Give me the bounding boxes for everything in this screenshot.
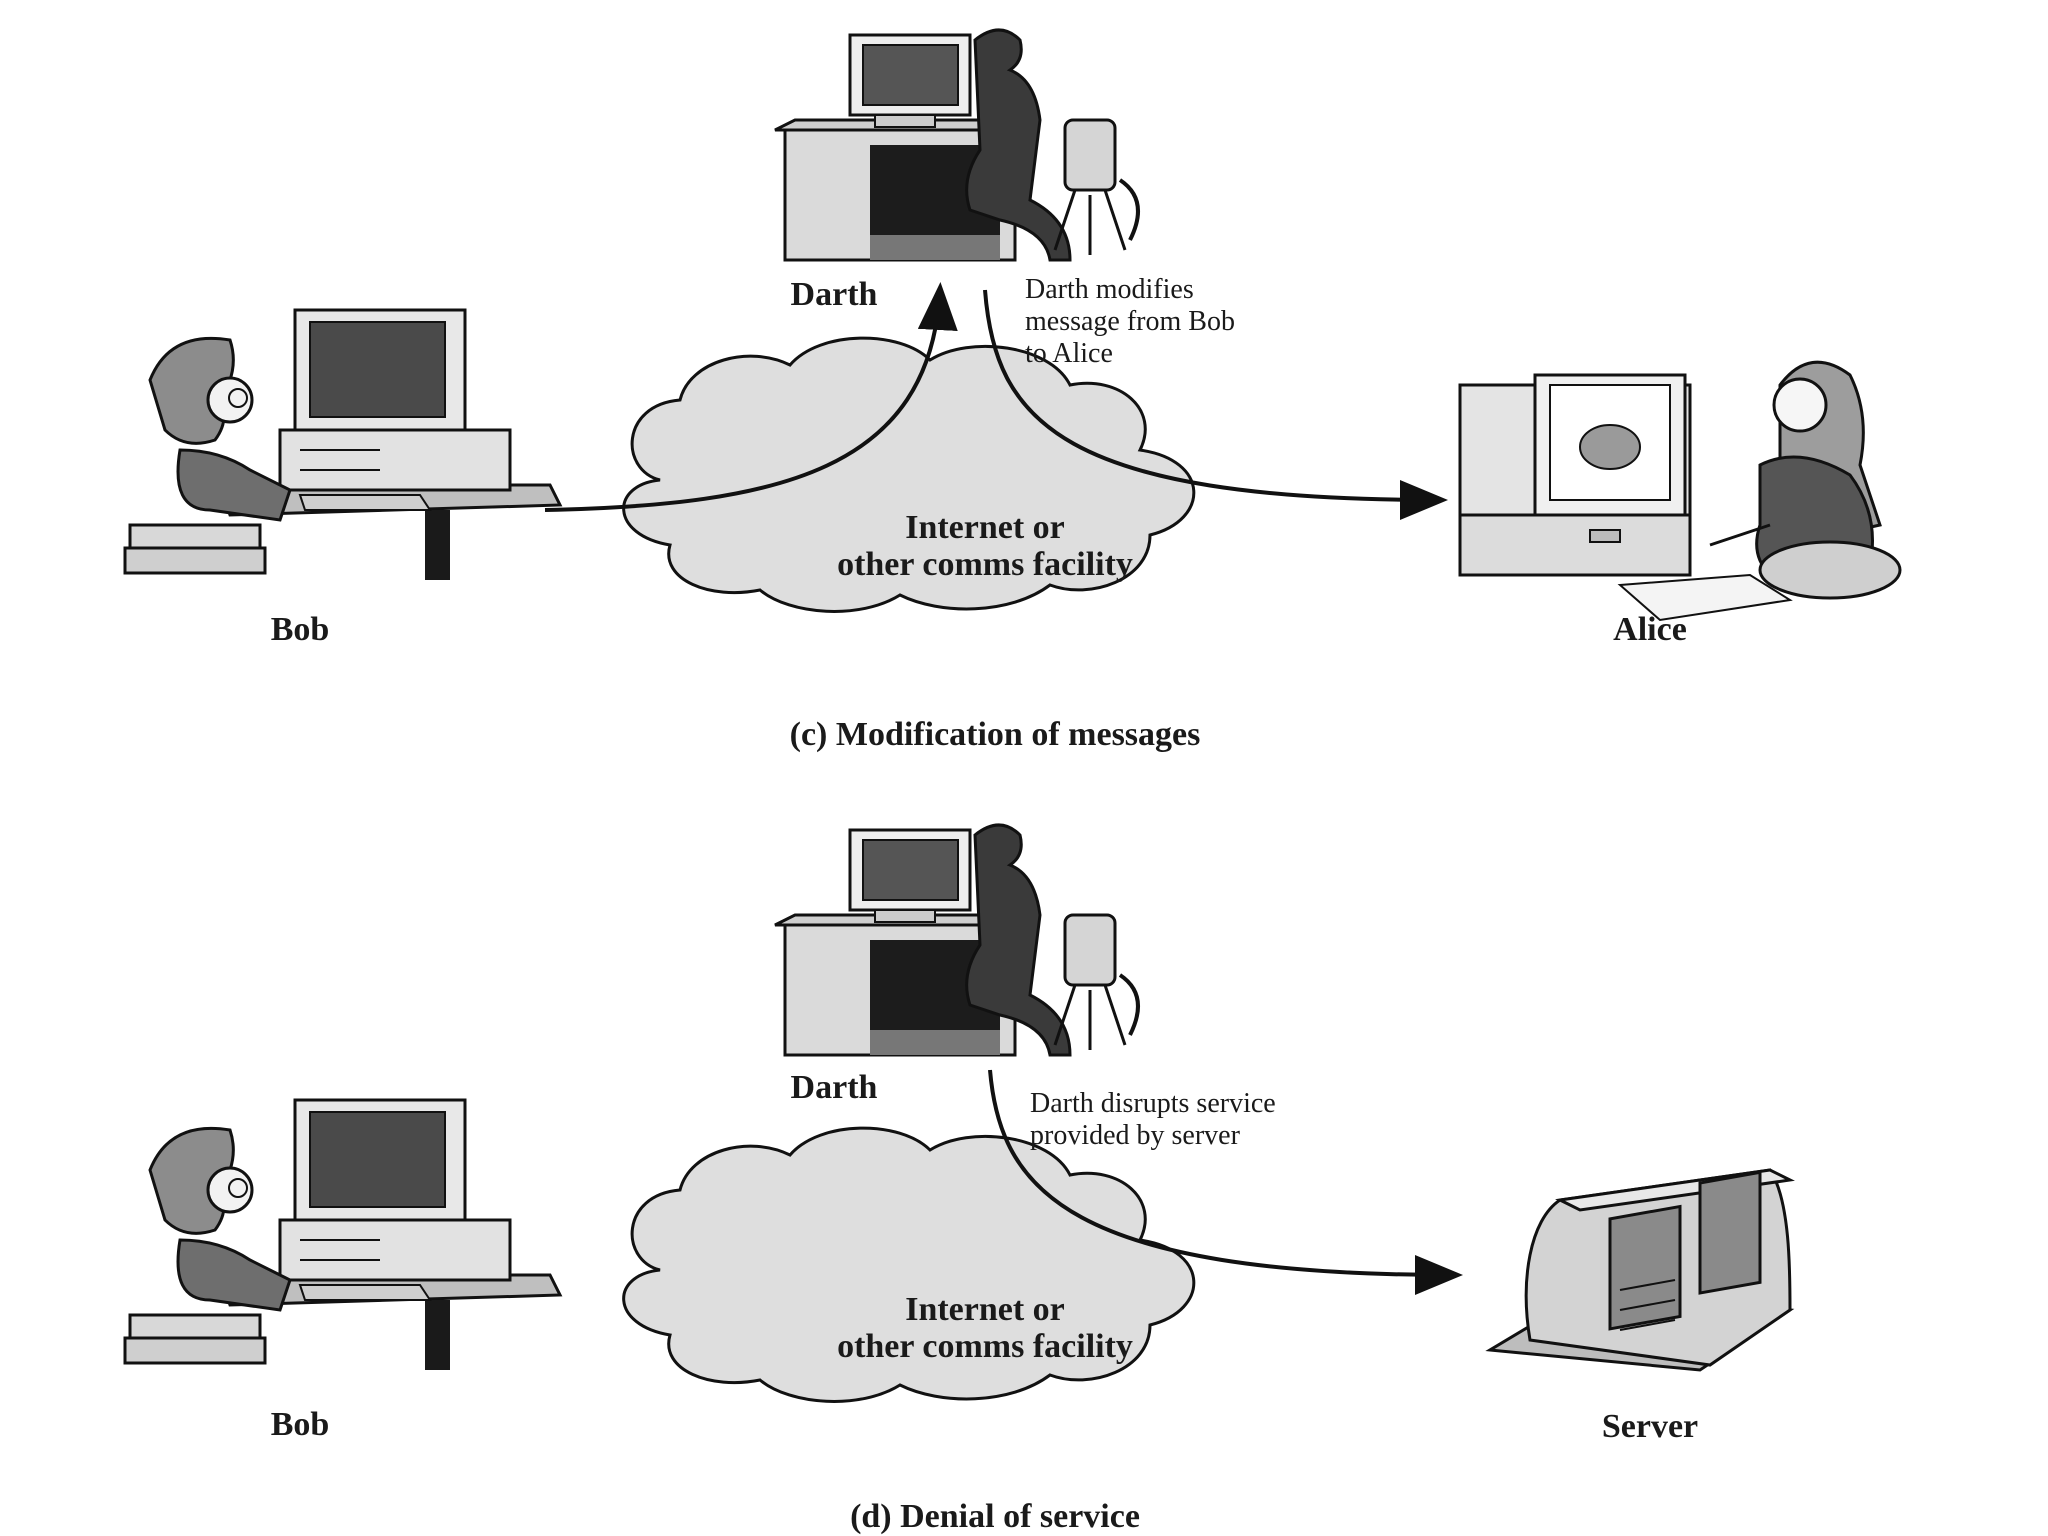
note-line-2: message from Bob: [1025, 306, 1235, 337]
arrow-bob-to-darth: [544, 282, 958, 512]
caption-d: (d) Denial of service: [850, 1498, 1140, 1535]
alice-label: Alice: [1613, 611, 1687, 648]
darth-figure: [774, 28, 1140, 262]
darth-label: Darth: [791, 276, 878, 313]
cloud-label-line-2: other comms facility: [837, 1328, 1133, 1365]
note-line-1: Darth disrupts service: [1030, 1088, 1276, 1119]
alice-figure: [1458, 360, 1902, 622]
cloud-label-line-2: other comms facility: [837, 546, 1133, 583]
note-line-2: provided by server: [1030, 1120, 1241, 1151]
panel-denial-of-service: Internet or other comms facility Darth D…: [123, 823, 1795, 1535]
server-figure: [1485, 1168, 1795, 1372]
bob-label: Bob: [271, 1406, 330, 1443]
note-line-1: Darth modifies: [1025, 274, 1194, 305]
arrow-darth-to-server: [988, 1069, 1463, 1295]
bob-figure: [123, 308, 563, 580]
cloud-label-line-1: Internet or: [905, 1291, 1065, 1328]
bob-figure: [123, 1098, 563, 1370]
note-line-3: to Alice: [1025, 338, 1113, 369]
cloud-label-line-1: Internet or: [905, 509, 1065, 546]
darth-figure: [774, 823, 1140, 1057]
panel-modification: Internet or other comms facility Darth D…: [123, 28, 1902, 753]
server-label: Server: [1602, 1408, 1698, 1445]
bob-label: Bob: [271, 611, 330, 648]
darth-label: Darth: [791, 1069, 878, 1106]
caption-c: (c) Modification of messages: [790, 716, 1201, 753]
arrow-darth-to-alice: [983, 289, 1448, 520]
